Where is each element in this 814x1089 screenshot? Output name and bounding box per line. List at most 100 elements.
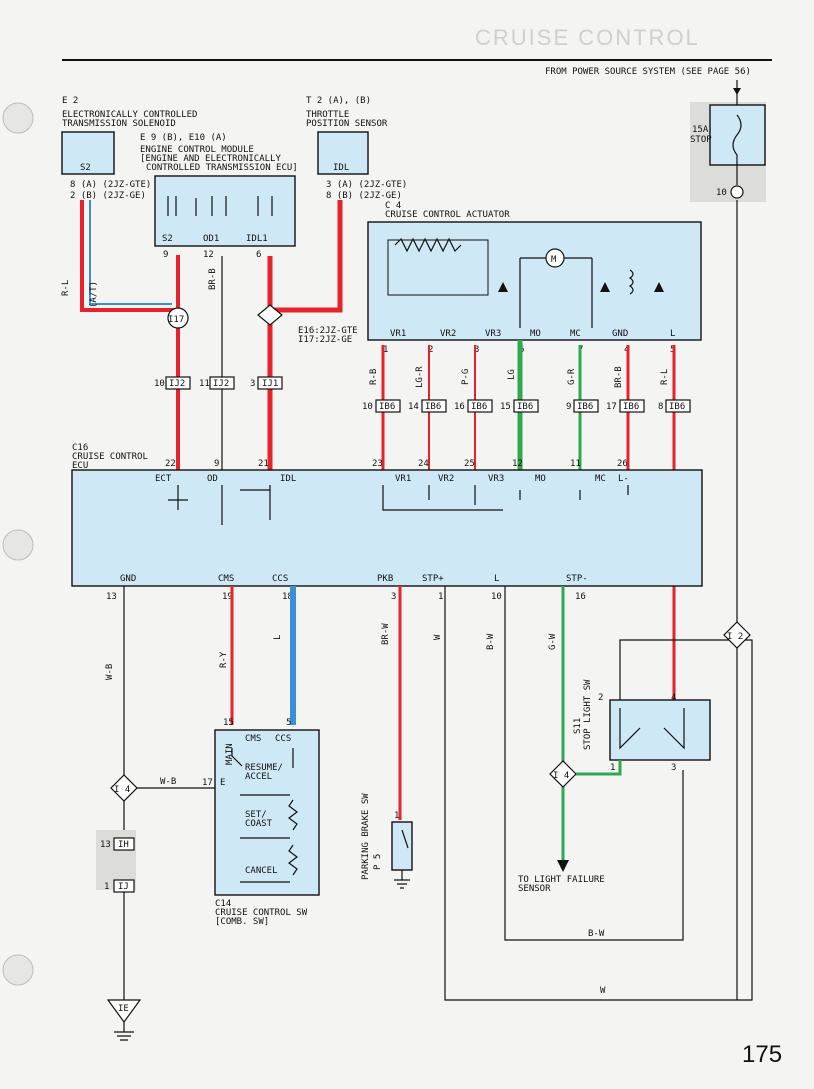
ground-ie-label: IE	[118, 1004, 129, 1014]
junction-i4-right	[549, 760, 577, 788]
junction-e16b-label: I17:2JZ-GE	[298, 335, 352, 345]
ecu-pin-gnd: GND	[120, 574, 136, 584]
ib6-5	[573, 399, 599, 413]
ecu-pin-pkb: PKB	[377, 574, 393, 584]
ecu-botnum-13: 13	[106, 592, 117, 602]
wire-label-brb-1: BR-B	[208, 268, 218, 290]
junction-ij2b-label: IJ2	[213, 379, 229, 389]
actuator-pin-vr2: VR2	[440, 329, 456, 339]
ground-symbol-icon	[114, 1022, 134, 1041]
parking-brake-ground-icon	[394, 829, 410, 889]
tps-conn2: 8 (B) (2JZ-GE)	[326, 191, 402, 201]
ect-solenoid-code: E 2	[62, 96, 78, 106]
wire-bw-l	[504, 586, 684, 941]
ib6-label-5: IB6	[577, 402, 593, 412]
ecu-topnum-9: 9	[214, 459, 219, 469]
stop-light-pin-2: 2	[598, 693, 603, 703]
ib6-num-2: 14	[408, 402, 419, 412]
wire-label-rl-1: R-L	[61, 280, 71, 296]
ecm-pin-od1: OD1	[203, 234, 219, 244]
cruise-switch-coast: COAST	[245, 819, 273, 829]
junction-ij2a-num: 10	[154, 379, 165, 389]
cruise-switch-line2: [COMB. SW]	[215, 917, 269, 927]
ecu-topnum-23: 23	[372, 459, 383, 469]
ib6-label-2: IB6	[425, 402, 441, 412]
cruise-switch-resume: RESUME/	[245, 763, 283, 773]
ect-solenoid-conn2: 2 (B) (2JZ-GE)	[70, 191, 146, 201]
cruise-switch-main: MAIN	[225, 743, 235, 765]
ecu-pin-stpminus: STP-	[566, 574, 588, 584]
actuator-pin-l: L	[670, 329, 675, 339]
ect-solenoid-line1: ELECTRONICALLY CONTROLLED	[62, 110, 197, 120]
ect-solenoid-pin: S2	[80, 163, 91, 173]
junction-i4-right-label: I 4	[553, 771, 569, 781]
junction-ij-label: IJ	[118, 882, 129, 892]
ecu-pin-ect: ECT	[155, 474, 172, 484]
cruise-switch-cancel: CANCEL	[245, 866, 278, 876]
ib6-num-3: 16	[454, 402, 465, 412]
ecm-internal-symbols	[167, 196, 273, 216]
junction-ij1-num: 3	[250, 379, 255, 389]
binder-hole-bottom	[2, 954, 34, 986]
ecu-pin-mc: MC	[595, 474, 606, 484]
ib6-3	[467, 399, 493, 413]
actuator-pin-vr1: VR1	[390, 329, 406, 339]
stop-light-pin-4: 4	[671, 693, 676, 703]
ib6-num-5: 9	[566, 402, 571, 412]
stop-light-pin-1: 1	[610, 763, 615, 773]
wire-label-at-1: (A/T)	[89, 281, 99, 308]
wire-label-ry: R-Y	[219, 651, 229, 668]
ib6-label-3: IB6	[471, 402, 487, 412]
actuator-name: CRUISE CONTROL ACTUATOR	[385, 210, 510, 220]
wire-gw-stoplight	[576, 760, 622, 776]
junction-e16	[257, 304, 283, 326]
ib6-num-4: 15	[500, 402, 511, 412]
ecu-pin-vr2: VR2	[438, 474, 454, 484]
wire-label-l: L	[273, 635, 283, 640]
stop-light-pin-3: 3	[671, 763, 676, 773]
wire-label-wb-2: W-B	[160, 777, 176, 787]
cruise-switch-pin-e: E	[220, 778, 225, 788]
ecu-pin-od: OD	[207, 474, 218, 484]
junction-ih-num: 13	[100, 840, 111, 850]
ecu-botnum-1: 1	[438, 592, 443, 602]
parking-brake-switch-box	[391, 821, 413, 871]
potentiometer-resistor-icon	[394, 237, 462, 253]
junction-ij-num: 1	[104, 882, 109, 892]
cruise-switch-line1: CRUISE CONTROL SW	[215, 908, 308, 918]
binder-hole-middle	[2, 529, 34, 561]
page-number: 175	[742, 1041, 782, 1068]
junction-ij2b-num: 11	[199, 379, 210, 389]
wire-rl-ect-blue	[89, 200, 172, 305]
diode-clutch-icon	[654, 282, 664, 292]
fuse-arrow-icon	[733, 88, 741, 95]
tps-conn1: 3 (A) (2JZ-GTE)	[326, 180, 407, 190]
light-failure-line2: SENSOR	[518, 884, 551, 894]
junction-i4-left	[110, 774, 138, 802]
cruise-switch-pinnum-17: 17	[202, 778, 213, 788]
ib6-label-6: IB6	[623, 402, 639, 412]
ib6-num-7: 8	[658, 402, 663, 412]
ib6-num-6: 17	[606, 402, 617, 412]
stop-fuse-amp: 15A	[692, 125, 709, 135]
ib6-label-4: IB6	[517, 402, 533, 412]
tps-line1: THROTTLE	[306, 110, 349, 120]
ecu-pin-l: L	[494, 574, 499, 584]
cruise-switch-contacts	[231, 748, 298, 883]
actuator-code: C 4	[385, 201, 401, 211]
wire-label-bw-1: B-W	[486, 633, 496, 650]
stop-light-switch-box	[609, 699, 711, 761]
ecu-pin-vr1: VR1	[395, 474, 411, 484]
ib6-2	[421, 399, 447, 413]
motor-label: M	[551, 255, 557, 265]
ecm-pinnum-9: 9	[163, 250, 168, 260]
wire-label-lg: LG	[507, 369, 517, 380]
ecm-pinnum-12: 12	[203, 250, 214, 260]
junction-i2-label: I 2	[727, 632, 743, 642]
page-title: CRUISE CONTROL	[475, 25, 700, 50]
wire-rl-ect-red	[80, 200, 180, 470]
ect-solenoid-line2: TRANSMISSION SOLENOID	[62, 119, 176, 129]
ect-solenoid-conn1: 8 (A) (2JZ-GTE)	[70, 180, 151, 190]
wire-label-brw: BR-W	[381, 623, 391, 645]
stop-light-name: STOP LIGHT SW	[583, 679, 593, 750]
